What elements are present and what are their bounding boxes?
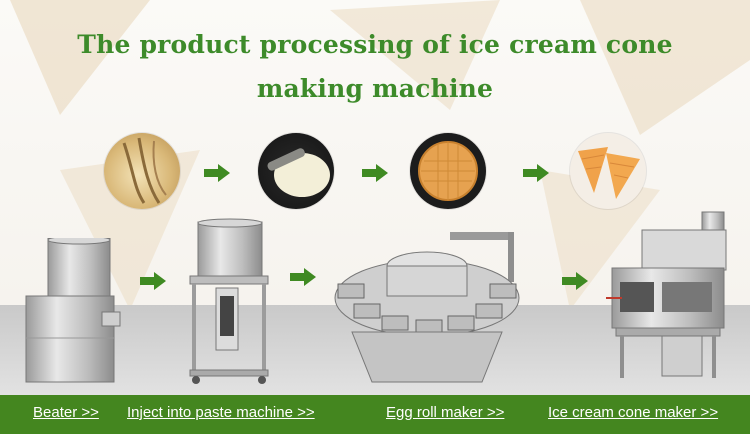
background-cone-icon [580,0,750,135]
arrow-right-icon [140,272,166,290]
arrow-right-icon [562,272,588,290]
batter-plate-icon [267,148,330,197]
paste-injection-machine-icon [189,218,269,384]
arrow-right-icon [362,164,388,182]
background-cone-icon [10,0,150,115]
step-label-beater[interactable]: Beater >> [33,404,99,421]
batter-on-plate-photo [258,133,334,209]
background-cone-icon [330,0,500,110]
finished-cones-photo [570,133,646,209]
step-label-ice-cream-cone-maker[interactable]: Ice cream cone maker >> [548,404,719,421]
arrow-right-icon [523,164,549,182]
whisking-batter-photo [104,133,180,209]
page-title-line2: making machine [256,74,494,103]
page-title: The product processing of ice cream cone [77,30,673,59]
bottom-label-bar: Beater >> Inject into paste machine >> E… [0,395,750,434]
background-cone-icon [540,170,660,310]
baked-waffle-disc-photo [410,133,486,209]
cone-rolling-machine-icon [606,211,727,378]
beater-machine-icon [25,238,121,383]
step-label-egg-roll-maker[interactable]: Egg roll maker >> [386,404,505,421]
waffle-disc-icon [418,141,478,201]
rotary-egg-roll-maker-icon [334,232,520,383]
cones-icon [578,147,640,199]
arrow-right-icon [204,164,230,182]
arrow-right-icon [290,268,316,286]
whisk-icon [122,137,167,204]
step-label-inject-paste-machine[interactable]: Inject into paste machine >> [127,404,315,421]
